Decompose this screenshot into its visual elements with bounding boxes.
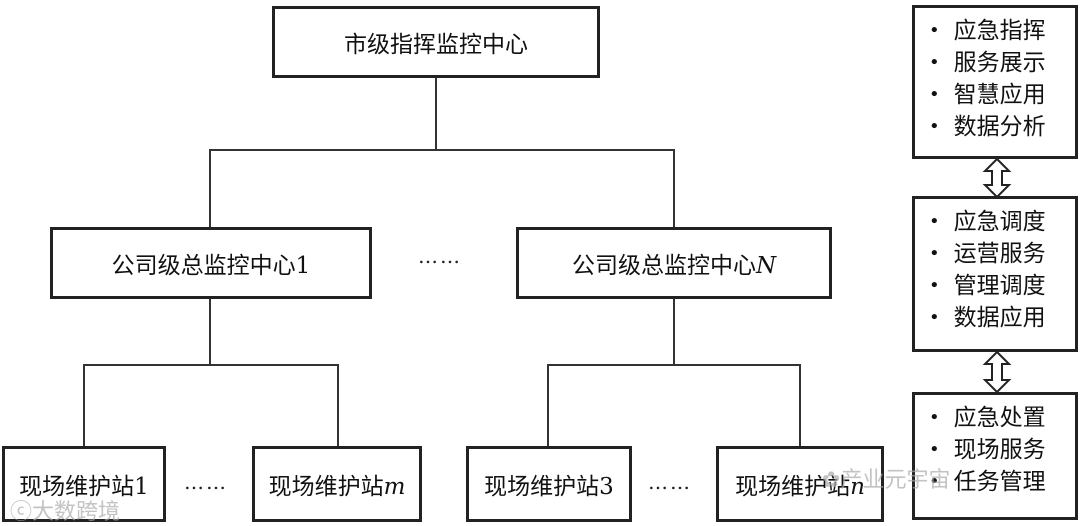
connector-to-station-m xyxy=(337,364,339,448)
city-command-center-label: 市级指挥监控中心 xyxy=(344,32,528,58)
connector-level2-left-horizontal xyxy=(84,364,338,366)
side-item: 数据分析 xyxy=(929,112,1075,144)
company-ellipsis: …… xyxy=(418,244,462,268)
station-node-m: 现场维护站m xyxy=(252,446,422,522)
side-item: 服务展示 xyxy=(929,48,1075,80)
city-command-center-node: 市级指挥监控中心 xyxy=(272,6,600,78)
side-item: 现场服务 xyxy=(929,435,1075,467)
company-center-node-n: 公司级总监控中心N xyxy=(516,227,832,299)
connector-to-station-n xyxy=(799,364,801,448)
station-3-label: 现场维护站3 xyxy=(484,474,614,500)
station-node-1: 现场维护站1 xyxy=(2,446,166,522)
watermark-left: ⓒ大数跨境 xyxy=(10,500,121,525)
side-item: 应急指挥 xyxy=(929,16,1075,48)
side-panel-company: 应急调度 运营服务 管理调度 数据应用 xyxy=(912,196,1078,352)
station-1-label: 现场维护站1 xyxy=(19,474,149,500)
side-item: 应急处置 xyxy=(929,403,1075,435)
station-node-3: 现场维护站3 xyxy=(466,446,632,522)
side-item: 数据应用 xyxy=(929,303,1075,335)
double-arrow-icon xyxy=(982,158,1012,198)
connector-top-vertical xyxy=(435,76,437,150)
side-item: 运营服务 xyxy=(929,239,1075,271)
side-item: 应急调度 xyxy=(929,207,1075,239)
company-center-1-label: 公司级总监控中心1 xyxy=(111,253,311,279)
connector-to-station-3 xyxy=(547,364,549,448)
watermark-logo-icon: ⓒ xyxy=(10,500,33,525)
connector-level1-horizontal xyxy=(210,149,674,151)
station-m-label: 现场维护站m xyxy=(268,474,406,500)
connector-level2-right-horizontal xyxy=(548,364,800,366)
side-panel-station: 应急处置 现场服务 任务管理 xyxy=(912,392,1078,520)
double-arrow-icon xyxy=(982,351,1012,393)
connector-to-company-n xyxy=(673,149,675,229)
station-node-n: 现场维护站n xyxy=(716,446,884,522)
station-n-label: 现场维护站n xyxy=(735,474,865,500)
wechat-icon: ✿ xyxy=(822,468,841,493)
side-item: 任务管理 xyxy=(929,467,1075,499)
connector-company-n-down xyxy=(673,297,675,365)
side-item: 管理调度 xyxy=(929,271,1075,303)
company-center-n-label: 公司级总监控中心N xyxy=(571,253,777,279)
side-panel-city: 应急指挥 服务展示 智慧应用 数据分析 xyxy=(912,5,1078,159)
connector-to-company-1 xyxy=(209,149,211,229)
connector-company-1-down xyxy=(209,297,211,365)
station-ellipsis-left: …… xyxy=(184,470,228,494)
company-center-node-1: 公司级总监控中心1 xyxy=(50,227,372,299)
watermark-right: ✿产业元宇宙 xyxy=(822,468,951,493)
connector-to-station-1 xyxy=(83,364,85,448)
station-ellipsis-right: …… xyxy=(648,470,692,494)
side-item: 智慧应用 xyxy=(929,80,1075,112)
